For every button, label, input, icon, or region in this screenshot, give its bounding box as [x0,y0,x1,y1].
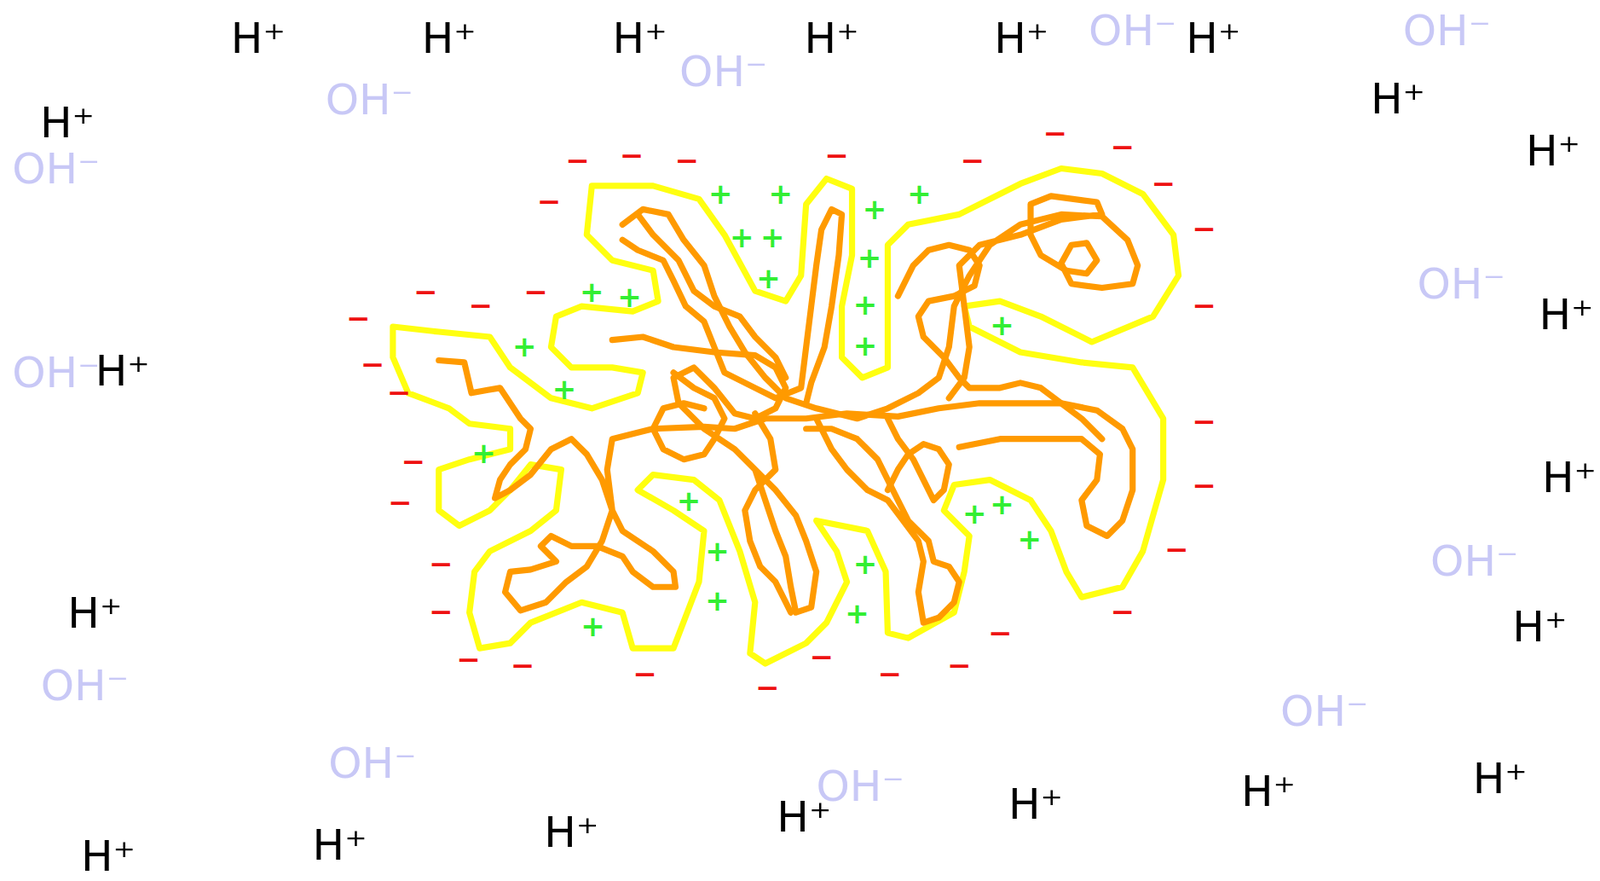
ion-label: H⁺ [612,17,668,60]
charge-sign: − [428,596,454,626]
charge-sign: − [360,349,386,379]
charge-sign: − [947,650,972,680]
ion-label: H⁺ [1185,17,1241,60]
charge-sign: − [387,487,413,517]
ion-label: H⁺ [40,101,95,145]
charge-sign: − [824,140,850,170]
charge-sign: + [1017,524,1043,554]
charge-sign: − [619,140,645,170]
ion-label: H⁺ [993,17,1049,60]
ion-label: OH⁻ [1280,689,1369,733]
charge-sign: − [428,548,454,578]
charge-sign: + [512,331,538,361]
ion-label: OH⁻ [1088,9,1177,52]
charge-sign: − [987,618,1013,647]
ion-label: OH⁻ [40,664,129,707]
charge-sign: − [346,303,371,333]
ion-label: H⁺ [1008,782,1063,826]
charge-sign: − [755,672,780,702]
charge-sign: + [580,611,606,641]
ion-label: H⁺ [1542,456,1597,499]
charge-sign: + [579,277,605,307]
charge-sign: − [1191,406,1217,436]
charge-sign: − [674,145,699,175]
charge-sign: − [1110,596,1136,626]
ion-label: OH⁻ [11,351,100,394]
charge-sign: + [853,289,878,319]
charge-sign: + [853,330,878,360]
charge-sign: − [537,186,562,216]
charge-sign: − [1164,534,1190,564]
charge-sign: + [989,489,1015,519]
charge-sign: − [456,644,481,674]
charge-sign: + [729,222,755,252]
charge-sign: + [768,179,794,208]
charge-sign: + [844,598,870,628]
charge-sign: + [704,585,730,615]
ion-label: H⁺ [231,17,286,60]
charge-sign: − [1110,132,1136,162]
charge-sign: − [413,277,439,307]
charge-sign: + [906,179,932,208]
charge-sign: − [510,650,536,680]
charge-sign: + [962,498,988,528]
charge-sign: − [1191,213,1217,243]
charge-sign: + [756,263,781,293]
charge-sign: + [552,374,578,404]
ion-label: H⁺ [312,823,368,867]
hydration-outline [392,168,1179,665]
charge-sign: + [708,179,734,208]
ion-label: H⁺ [421,17,477,60]
charge-sign: − [808,641,834,671]
ion-label: H⁺ [1241,769,1296,813]
ion-label: OH⁻ [1417,262,1506,306]
charge-sign: − [387,377,412,407]
charge-sign: − [523,277,549,307]
ion-label: OH⁻ [328,741,416,785]
charge-sign: + [617,282,642,312]
ion-label: H⁺ [1512,605,1567,648]
charge-sign: − [960,145,986,175]
charge-sign: − [1191,470,1217,500]
ion-label: H⁺ [804,17,860,60]
protein-chain [438,196,1138,623]
ion-label: H⁺ [543,810,599,854]
charge-sign: − [1150,168,1176,198]
charge-sign: − [565,145,590,175]
ion-label: OH⁻ [679,50,768,93]
ion-label: OH⁻ [815,764,904,808]
charge-sign: + [704,536,730,566]
ion-label: H⁺ [67,591,122,635]
ion-label: H⁺ [95,349,151,393]
charge-sign: − [468,290,494,320]
charge-sign: − [401,446,427,476]
ion-label: OH⁻ [325,78,414,122]
charge-sign: + [989,310,1015,340]
charge-sign: − [1191,290,1217,320]
charge-sign: − [632,658,658,688]
charge-sign: + [471,438,497,468]
charge-sign: + [853,548,878,578]
ion-label: H⁺ [1525,129,1581,173]
ion-label: H⁺ [1370,77,1426,121]
ion-label: OH⁻ [1430,539,1519,583]
charge-sign: − [1043,118,1069,148]
ion-label: H⁺ [1538,293,1594,336]
ion-label: OH⁻ [11,147,100,191]
charge-sign: − [877,658,903,688]
charge-sign: + [857,242,883,272]
charge-sign: + [676,485,702,515]
ion-label: OH⁻ [1403,9,1491,52]
ion-label: H⁺ [80,834,136,878]
charge-sign: + [760,222,786,252]
charge-sign: + [862,194,888,224]
ion-label: H⁺ [1472,756,1528,800]
